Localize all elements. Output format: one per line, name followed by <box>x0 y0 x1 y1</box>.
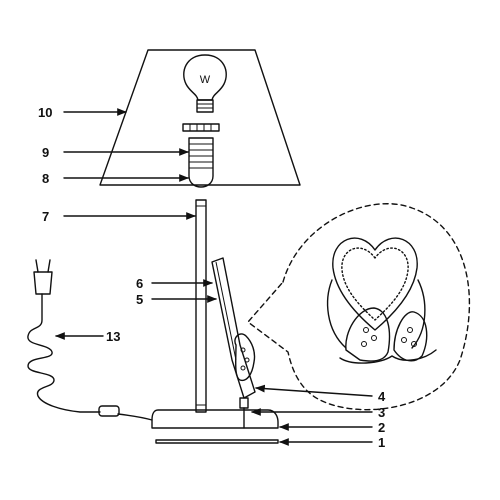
callout-1: 1 <box>378 435 385 450</box>
decorative-frame <box>211 257 256 399</box>
callout-3: 3 <box>378 405 385 420</box>
power-cord <box>27 259 153 421</box>
leader-4 <box>255 384 373 397</box>
callout-4: 4 <box>378 389 386 404</box>
callout-7: 7 <box>42 209 49 224</box>
callout-6: 6 <box>136 276 143 291</box>
bulb-filament-mark: W <box>200 74 211 86</box>
callout-2: 2 <box>378 420 385 435</box>
leader-lines <box>55 108 373 446</box>
detail-callout-bubble <box>247 203 471 411</box>
light-bulb: W <box>183 54 227 113</box>
callout-8: 8 <box>42 171 49 186</box>
callout-5: 5 <box>136 292 143 307</box>
lamp-shade <box>99 49 301 186</box>
callout-13: 13 <box>106 329 120 344</box>
callout-9: 9 <box>42 145 49 160</box>
lamp-pole <box>195 199 207 413</box>
lamp-socket <box>188 137 214 188</box>
callout-labels: 10 9 8 7 6 5 13 4 3 2 1 <box>38 105 386 450</box>
base-pad <box>155 439 279 444</box>
shade-ring <box>182 123 220 132</box>
lamp-base <box>151 397 279 429</box>
callout-10: 10 <box>38 105 52 120</box>
